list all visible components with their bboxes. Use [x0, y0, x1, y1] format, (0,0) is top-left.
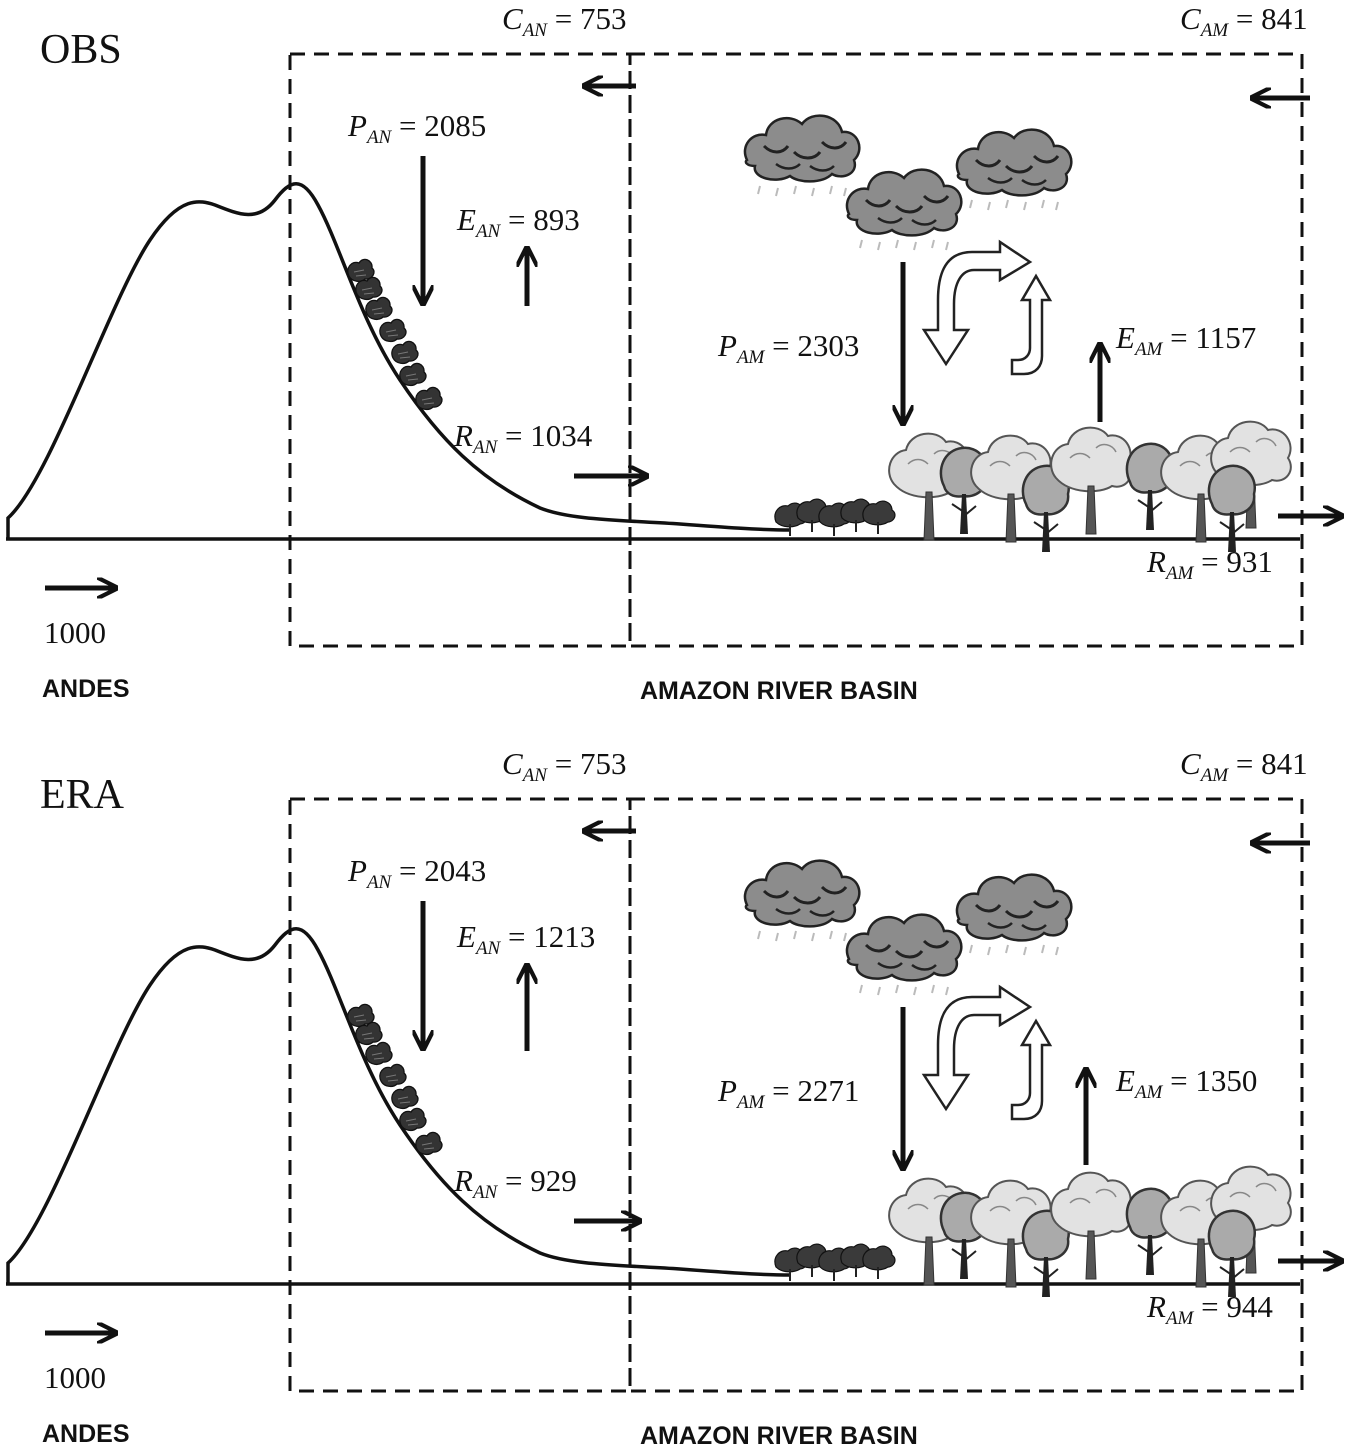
p-an-label: PAN = 2043 [347, 853, 486, 893]
andes-profile [6, 182, 791, 538]
scale-value: 1000 [44, 1360, 106, 1395]
r-am-label: RAM = 944 [1146, 1289, 1273, 1329]
slope-trees [347, 1003, 443, 1156]
region-label-amazon: AMAZON RIVER BASIN [640, 677, 918, 705]
c-an-label: CAN = 753 [502, 746, 626, 786]
andes-profile [6, 927, 791, 1283]
e-an-label: EAN = 1213 [456, 919, 595, 959]
rain-clouds [743, 859, 1073, 997]
region-label-andes: ANDES [42, 675, 130, 703]
p-am-label: PAM = 2271 [717, 1073, 859, 1113]
c-am-label: CAM = 841 [1180, 1, 1308, 41]
region-label-andes: ANDES [42, 1420, 130, 1448]
amazon-box [628, 52, 1304, 648]
p-am-label: PAM = 2303 [717, 328, 859, 368]
c-an-label: CAN = 753 [502, 1, 626, 41]
panel-era: ERA [6, 746, 1340, 1450]
amazon-box [628, 797, 1304, 1393]
region-label-amazon: AMAZON RIVER BASIN [640, 1422, 918, 1450]
rain-clouds [743, 114, 1073, 252]
scale-value: 1000 [44, 615, 106, 650]
panel-title: ERA [40, 772, 125, 818]
recycling-arrows [922, 985, 1052, 1121]
c-am-label: CAM = 841 [1180, 746, 1308, 786]
panel-obs: OBS [6, 1, 1340, 705]
r-an-label: RAN = 929 [453, 1163, 577, 1203]
recycling-arrows [922, 240, 1052, 376]
e-am-label: EAM = 1350 [1115, 1063, 1257, 1103]
r-am-label: RAM = 931 [1146, 544, 1273, 584]
e-an-label: EAN = 893 [456, 202, 580, 242]
p-an-label: PAN = 2085 [347, 108, 486, 148]
r-an-label: RAN = 1034 [453, 418, 593, 458]
e-am-label: EAM = 1157 [1115, 320, 1256, 360]
forest [773, 1165, 1292, 1299]
panel-title: OBS [40, 27, 122, 73]
forest [773, 420, 1292, 554]
slope-trees [347, 258, 443, 411]
